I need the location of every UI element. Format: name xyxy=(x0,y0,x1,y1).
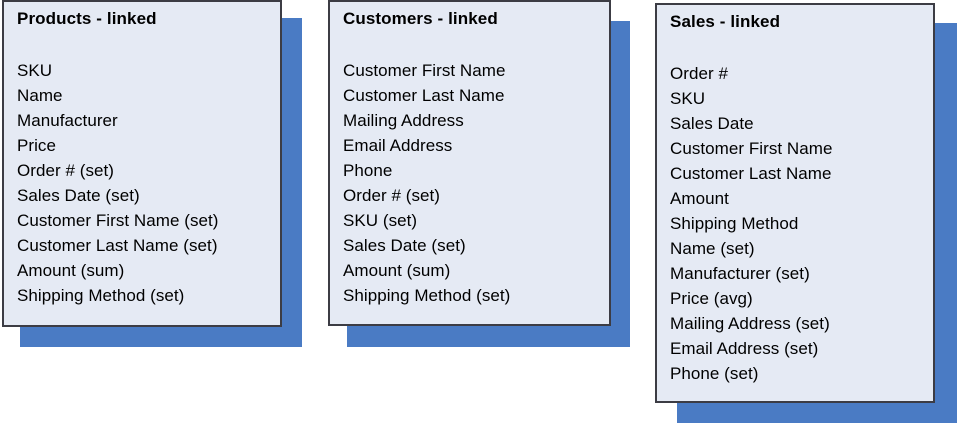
field-item: Shipping Method (set) xyxy=(17,286,185,305)
field-item: Shipping Method xyxy=(670,214,799,233)
field-item: Mailing Address (set) xyxy=(670,314,830,333)
field-item: Amount (sum) xyxy=(17,261,125,280)
field-item: Customer First Name (set) xyxy=(17,211,219,230)
field-item: Order # xyxy=(670,64,728,83)
field-list: SKU Name Manufacturer Price Order # (set… xyxy=(17,58,276,308)
field-item: SKU (set) xyxy=(343,211,418,230)
field-item: SKU xyxy=(670,89,706,108)
field-item: Order # (set) xyxy=(343,186,441,205)
field-item: Email Address (set) xyxy=(670,339,819,358)
card-body[interactable]: Customers - linked Customer First Name C… xyxy=(328,0,611,326)
field-item: Mailing Address xyxy=(343,111,464,130)
field-item: Amount xyxy=(670,189,729,208)
field-item: Sales Date xyxy=(670,114,754,133)
field-item: Sales Date (set) xyxy=(17,186,140,205)
entity-card-sales[interactable]: Sales - linked Order # SKU Sales Date Cu… xyxy=(655,3,957,423)
field-item: Manufacturer xyxy=(17,111,118,130)
field-item: Manufacturer (set) xyxy=(670,264,810,283)
entity-card-customers[interactable]: Customers - linked Customer First Name C… xyxy=(328,0,630,347)
card-body[interactable]: Sales - linked Order # SKU Sales Date Cu… xyxy=(655,3,935,403)
field-item: Name xyxy=(17,86,63,105)
field-item: Customer Last Name xyxy=(670,164,832,183)
field-item: Amount (sum) xyxy=(343,261,451,280)
field-item: Phone xyxy=(343,161,393,180)
field-item: Email Address xyxy=(343,136,453,155)
card-title: Sales - linked xyxy=(670,12,781,31)
field-item: Price (avg) xyxy=(670,289,753,308)
entity-card-products[interactable]: Products - linked SKU Name Manufacturer … xyxy=(2,0,302,347)
card-title: Products - linked xyxy=(17,9,157,28)
field-item: Order # (set) xyxy=(17,161,115,180)
field-item: Name (set) xyxy=(670,239,755,258)
field-item: Price xyxy=(17,136,56,155)
field-list: Order # SKU Sales Date Customer First Na… xyxy=(670,61,929,386)
field-item: Customer Last Name (set) xyxy=(17,236,218,255)
field-item: Customer Last Name xyxy=(343,86,505,105)
field-item: Shipping Method (set) xyxy=(343,286,511,305)
field-list: Customer First Name Customer Last Name M… xyxy=(343,58,605,308)
field-item: Sales Date (set) xyxy=(343,236,466,255)
card-title: Customers - linked xyxy=(343,9,498,28)
field-item: SKU xyxy=(17,61,53,80)
field-item: Customer First Name xyxy=(670,139,833,158)
field-item: Phone (set) xyxy=(670,364,759,383)
card-body[interactable]: Products - linked SKU Name Manufacturer … xyxy=(2,0,282,327)
field-item: Customer First Name xyxy=(343,61,506,80)
